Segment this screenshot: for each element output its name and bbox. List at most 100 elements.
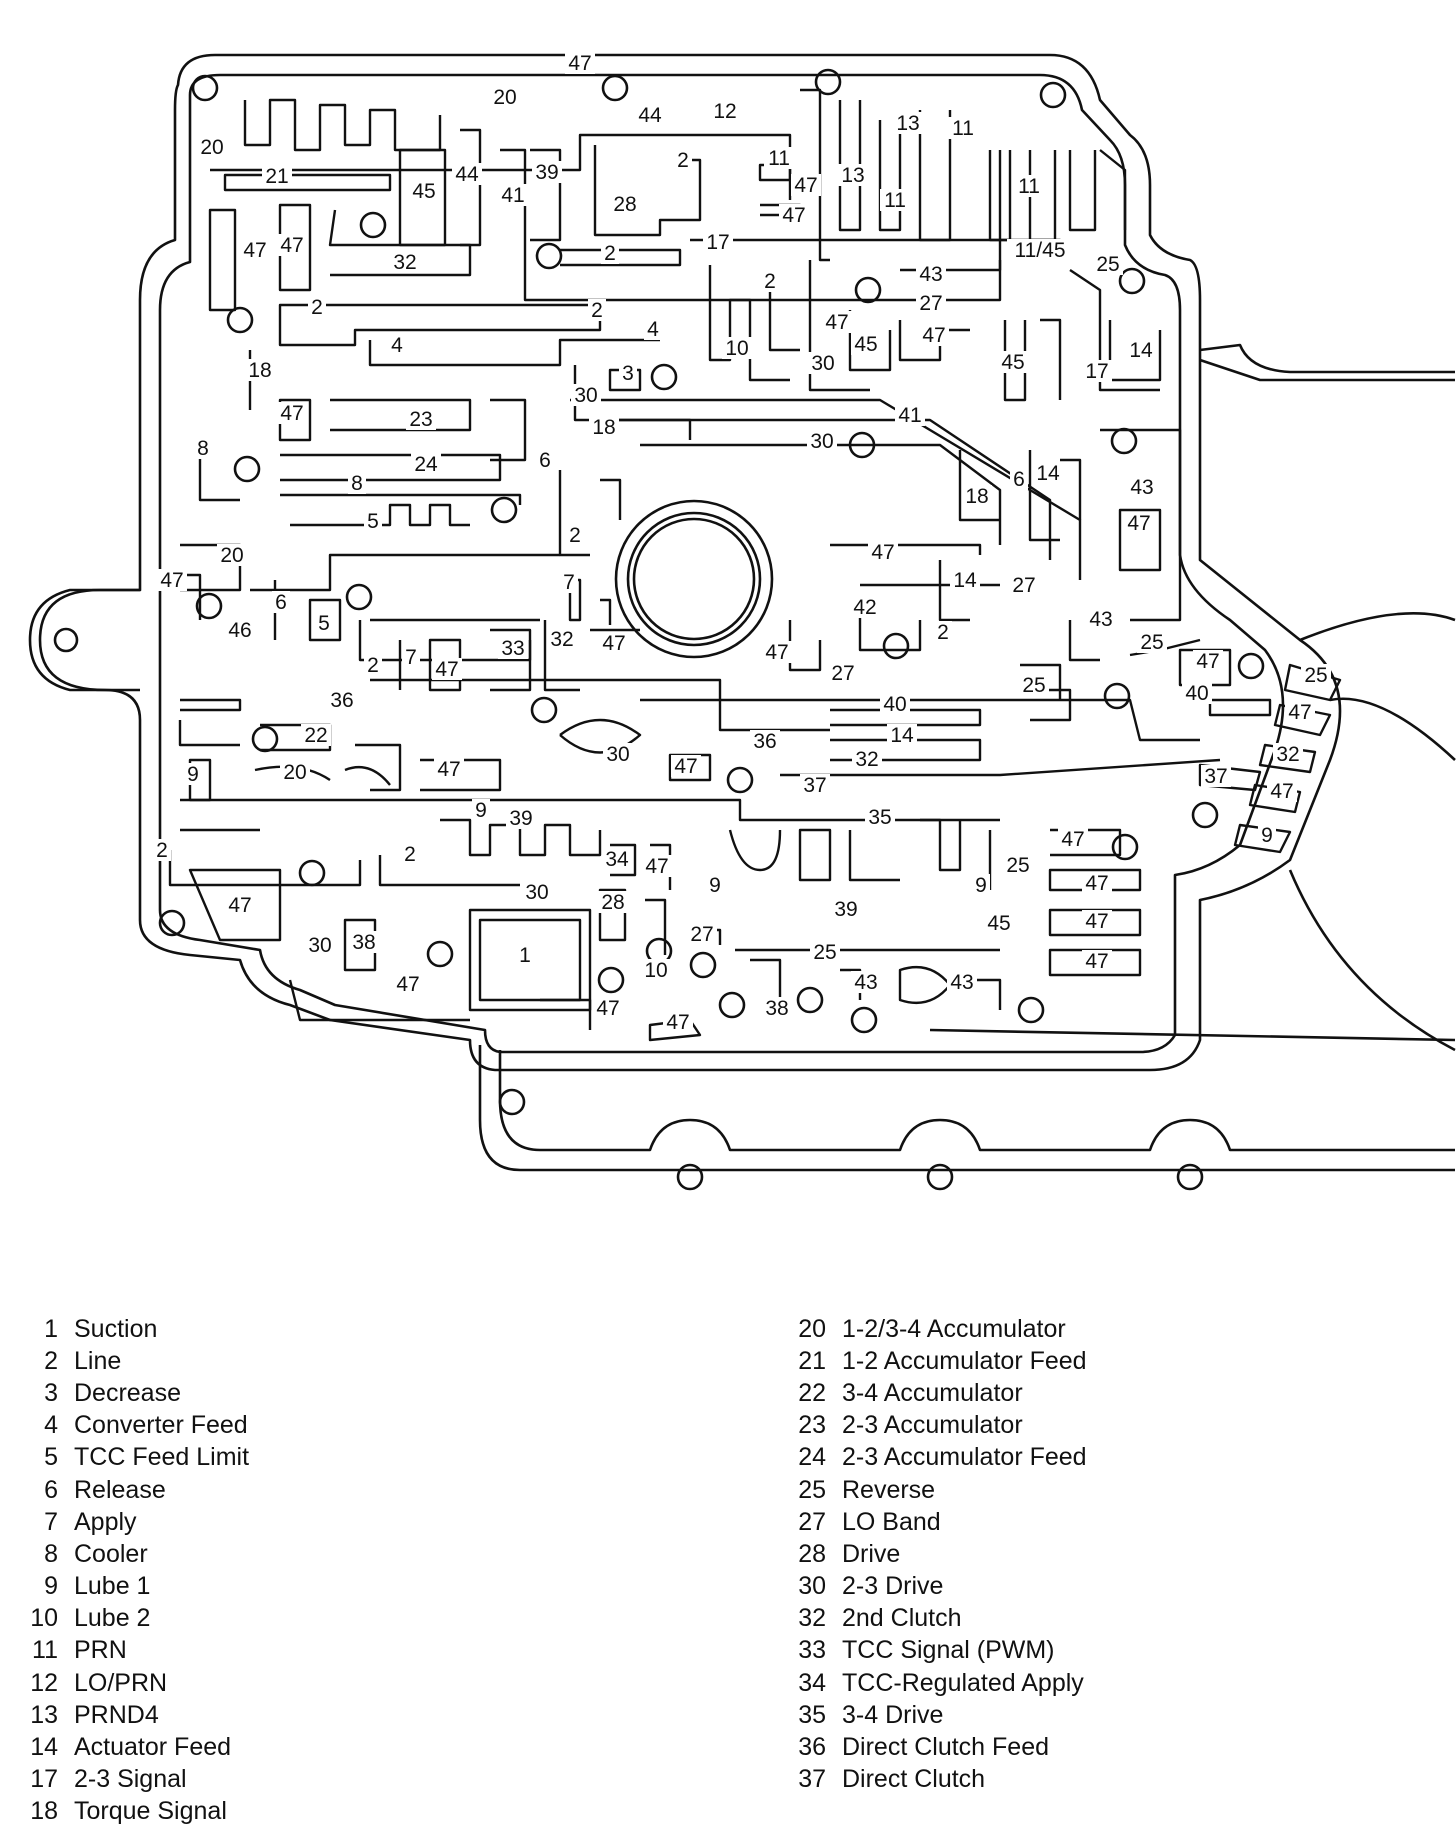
legend-number: 21 — [798, 1346, 826, 1375]
legend-number: 28 — [798, 1539, 826, 1568]
passage-label: 33 — [498, 637, 528, 660]
passage-label: 27 — [916, 292, 946, 315]
passage-number: 30 — [810, 430, 833, 453]
passage-label: 47 — [791, 174, 821, 197]
legend-number: 25 — [798, 1475, 826, 1504]
passage-label: 35 — [865, 806, 895, 829]
passage-number: 25 — [1304, 664, 1327, 687]
passage-number: 41 — [501, 184, 524, 207]
passage-label: 7 — [560, 571, 578, 594]
passage-label: 47 — [240, 239, 270, 262]
legend-label: LO Band — [842, 1507, 941, 1536]
passage-number: 47 — [666, 1011, 689, 1034]
passage-number: 6 — [275, 591, 287, 614]
passage-number: 32 — [393, 251, 416, 274]
passage-label: 47 — [277, 234, 307, 257]
passage-label: 39 — [506, 807, 536, 830]
passage-label: 41 — [498, 184, 528, 207]
legend-label: LO/PRN — [74, 1668, 168, 1697]
passage-number: 21 — [265, 165, 288, 188]
legend-label: TCC Signal (PWM) — [842, 1636, 1055, 1665]
fluid-passages — [160, 88, 1342, 1042]
legend-label: Lube 1 — [74, 1572, 151, 1601]
passage-label: 38 — [349, 931, 379, 954]
passage-label: 30 — [603, 743, 633, 766]
passage-label: 20 — [280, 761, 310, 784]
passage-label: 38 — [762, 997, 792, 1020]
passage-label: 10 — [722, 337, 752, 360]
passage-label: 11 — [948, 117, 978, 140]
passage-number: 47 — [1085, 910, 1108, 933]
passage-label: 37 — [800, 774, 830, 797]
passage-number: 20 — [493, 86, 516, 109]
passage-label: 36 — [327, 689, 357, 712]
passage-label: 18 — [245, 359, 275, 382]
legend-number: 24 — [798, 1443, 826, 1472]
passage-number: 13 — [896, 112, 919, 135]
passage-label: 47 — [762, 641, 792, 664]
passage-label: 43 — [947, 971, 977, 994]
passage-label: 17 — [1082, 360, 1112, 383]
passage-label: 47 — [599, 632, 629, 655]
passage-number: 47 — [765, 641, 788, 664]
passage-label: 25 — [1019, 674, 1049, 697]
passage-number: 47 — [794, 174, 817, 197]
passage-label: 6 — [536, 449, 554, 472]
passage-number: 5 — [318, 612, 330, 635]
passage-label: 18 — [589, 416, 619, 439]
passage-label: 36 — [750, 730, 780, 753]
passage-number: 47 — [568, 52, 591, 75]
passage-label: 11/45 — [1007, 239, 1073, 262]
passage-label: 32 — [547, 628, 577, 651]
passage-label: 47 — [919, 324, 949, 347]
passage-label: 40 — [880, 693, 910, 716]
legend-number: 12 — [30, 1668, 58, 1697]
passage-number: 27 — [690, 923, 713, 946]
legend-label: Line — [74, 1346, 122, 1375]
passage-number: 43 — [950, 971, 973, 994]
passage-label: 2 — [674, 149, 692, 172]
passage-number: 2 — [604, 242, 616, 265]
legend-number: 17 — [30, 1765, 58, 1794]
passage-number: 18 — [592, 416, 615, 439]
passage-label: 9 — [184, 763, 202, 786]
passage-label: 12 — [710, 100, 740, 123]
passage-number: 43 — [919, 263, 942, 286]
passage-label: 42 — [850, 596, 880, 619]
passage-number: 6 — [1013, 468, 1025, 491]
legend-number: 14 — [30, 1733, 58, 1762]
passage-label: 22 — [301, 724, 331, 747]
legend-label: 2-3 Accumulator — [842, 1411, 1023, 1440]
passage-number: 47 — [1085, 872, 1108, 895]
passage-number: 47 — [1196, 650, 1219, 673]
passage-number: 14 — [1129, 339, 1153, 362]
passage-label: 2 — [401, 843, 419, 866]
passage-label: 23 — [406, 408, 436, 431]
passage-label: 47 — [1193, 650, 1223, 673]
passage-number: 2 — [591, 299, 603, 322]
legend-label: Actuator Feed — [74, 1733, 232, 1762]
passage-label: 47 — [225, 894, 255, 917]
passage-label: 34 — [602, 848, 632, 871]
passage-label: 25 — [1093, 253, 1123, 276]
legend-label: Decrease — [74, 1378, 181, 1407]
legend-label: PRND4 — [74, 1700, 159, 1729]
passage-number: 20 — [283, 761, 306, 784]
passage-number: 7 — [405, 646, 417, 669]
passage-label: 25 — [1137, 631, 1167, 654]
legend-number: 20 — [798, 1314, 826, 1343]
legend-number: 33 — [798, 1636, 826, 1665]
passage-label: 9 — [472, 799, 490, 822]
legend-label: Apply — [74, 1507, 137, 1536]
legend-number: 2 — [44, 1346, 58, 1375]
passage-label: 32 — [852, 748, 882, 771]
legend-number: 35 — [798, 1700, 826, 1729]
passage-label: 13 — [838, 164, 868, 187]
legend-label: 2-3 Accumulator Feed — [842, 1443, 1087, 1472]
passage-label: 47 — [868, 541, 898, 564]
passage-number: 38 — [765, 997, 788, 1020]
